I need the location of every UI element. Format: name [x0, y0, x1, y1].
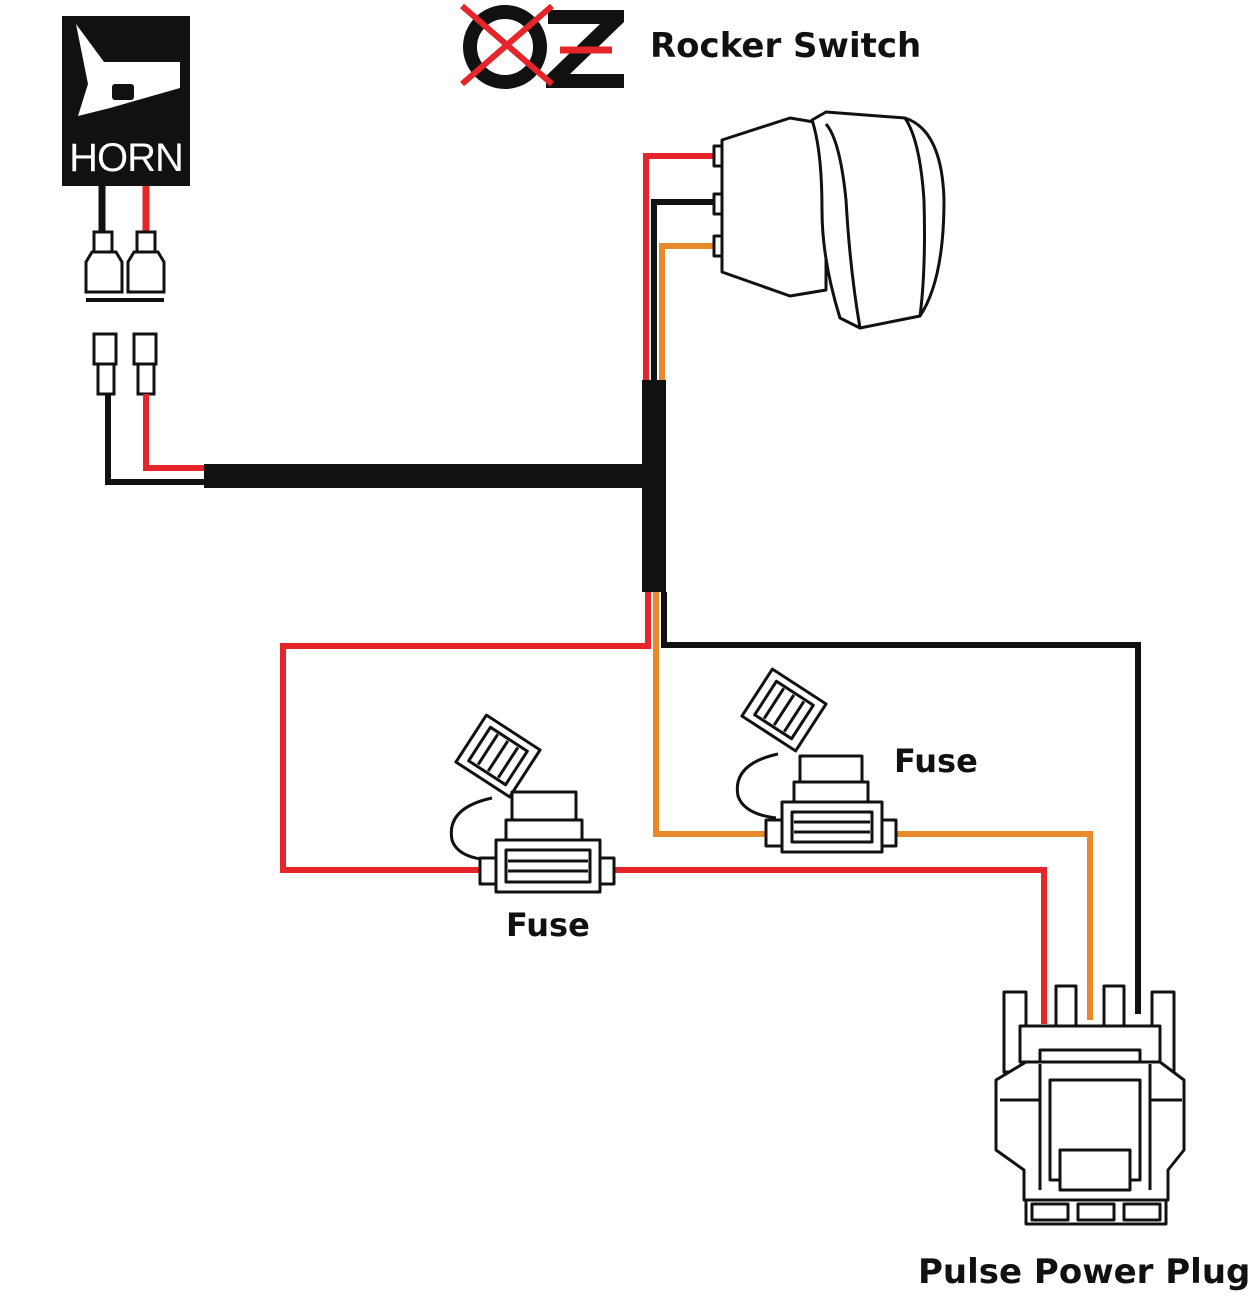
rocker-switch: [712, 110, 946, 330]
oz-logo: [460, 3, 624, 89]
lower-wires: [280, 592, 1141, 1024]
pulse-power-plug: [994, 984, 1186, 1226]
horn-wires: [105, 394, 206, 485]
horn-label: HORN: [69, 136, 184, 180]
horn-connectors: [84, 186, 166, 396]
horn-badge: [62, 16, 190, 186]
main-harness: [204, 380, 666, 592]
page-title: Rocker Switch: [650, 26, 922, 66]
fuse-holder-2: [735, 667, 898, 854]
fuse-label: Fuse: [506, 906, 590, 944]
plug-label: Pulse Power Plug: [918, 1252, 1249, 1292]
horn-icon: [76, 24, 180, 116]
fuse-holder-1: [449, 713, 616, 894]
switch-wires: [643, 153, 718, 380]
fuse-label: Fuse: [894, 742, 978, 780]
